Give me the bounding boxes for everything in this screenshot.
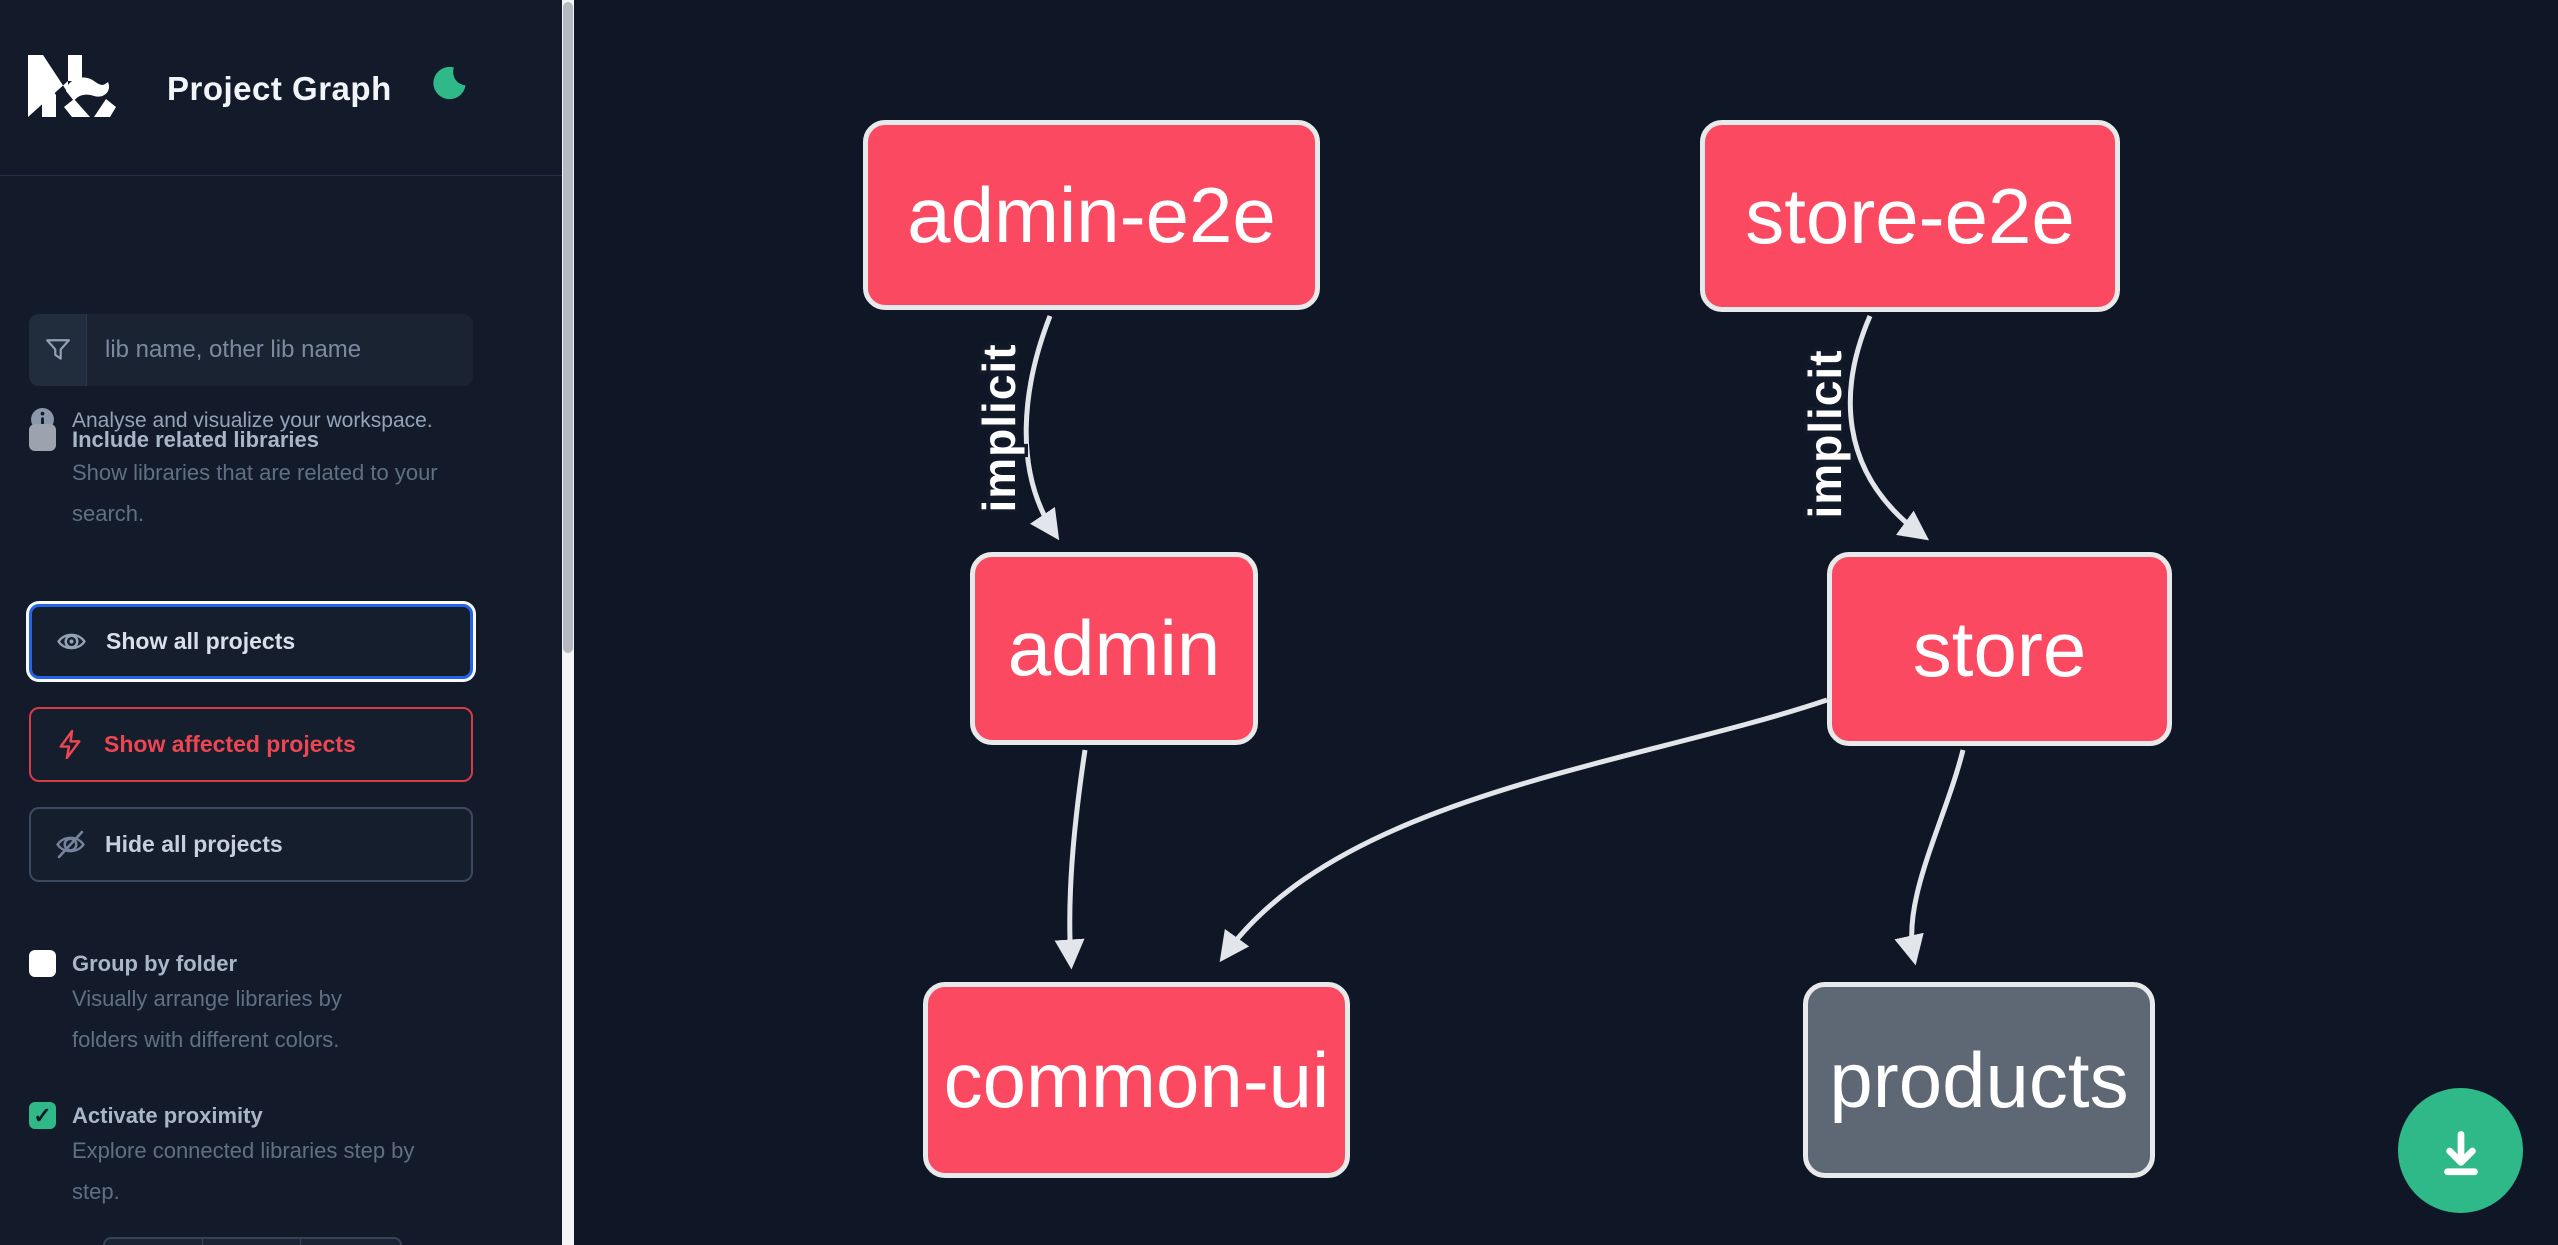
graph-node-store[interactable]: store <box>1827 552 2172 746</box>
graph-node-admin[interactable]: admin <box>970 552 1258 745</box>
moon-icon <box>433 66 466 100</box>
graph-node-common-ui[interactable]: common-ui <box>923 982 1350 1178</box>
sidebar-header: Project Graph <box>0 0 562 176</box>
download-image-button[interactable] <box>2398 1088 2523 1213</box>
group-by-folder-description: Visually arrange libraries by folders wi… <box>72 986 342 1052</box>
show-affected-projects-label: Show affected projects <box>104 731 356 757</box>
page-title: Project Graph <box>167 70 392 107</box>
edge-store-to-products <box>1894 749 1966 966</box>
edge-admin-to-common-ui <box>1054 749 1088 970</box>
eye-icon <box>57 633 86 650</box>
sidebar-scrollbar-thumb[interactable] <box>563 2 573 653</box>
include-related-checkbox[interactable] <box>29 424 56 451</box>
search-box <box>29 314 473 386</box>
graph-node-products[interactable]: products <box>1803 982 2155 1178</box>
edge-label-implicit: implicit <box>1799 349 1851 518</box>
group-by-folder-label: Group by folder <box>72 951 237 976</box>
include-related-description: Show libraries that are related to your … <box>72 460 438 526</box>
hide-all-projects-label: Hide all projects <box>105 831 283 857</box>
show-all-projects-button[interactable]: Show all projects <box>29 604 473 679</box>
lightning-bolt-icon <box>59 729 81 760</box>
sidebar-scrollbar-track[interactable] <box>562 0 574 1245</box>
include-related-label: Include related libraries <box>72 427 319 452</box>
edge-label-implicit: implicit <box>973 343 1025 512</box>
checkmark-icon: ✓ <box>33 1102 52 1128</box>
header-divider <box>0 175 562 176</box>
hide-all-projects-button[interactable]: Hide all projects <box>29 807 473 882</box>
show-affected-projects-button[interactable]: Show affected projects <box>29 707 473 782</box>
search-input[interactable] <box>87 314 473 386</box>
project-graph-canvas[interactable]: implicit implicit admin-e2e store-e2e ad… <box>574 0 2558 1245</box>
edge-store-e2e-to-store <box>1847 315 1930 541</box>
filter-icon <box>45 339 70 360</box>
edge-admin-e2e-to-admin <box>1023 315 1060 541</box>
activate-proximity-label: Activate proximity <box>72 1103 263 1128</box>
proximity-depth-control[interactable] <box>103 1237 402 1245</box>
edge-store-to-common-ui <box>1219 697 1828 963</box>
group-by-folder-checkbox[interactable] <box>29 950 56 977</box>
show-all-projects-label: Show all projects <box>106 628 296 654</box>
theme-toggle-button[interactable] <box>430 64 470 104</box>
download-icon <box>2443 1130 2478 1175</box>
graph-node-admin-e2e[interactable]: admin-e2e <box>863 120 1320 310</box>
filter-icon-cell <box>29 314 87 386</box>
graph-edges: implicit implicit <box>970 315 1966 970</box>
activate-proximity-description: Explore connected libraries step by step… <box>72 1138 415 1204</box>
nx-logo <box>28 55 116 117</box>
activate-proximity-checkbox[interactable]: ✓ <box>29 1102 56 1129</box>
sidebar: Project Graph Analyse and visualize your… <box>0 0 562 1245</box>
tagline-text: Analyse and visualize your workspace. <box>72 409 433 432</box>
graph-node-store-e2e[interactable]: store-e2e <box>1700 120 2120 312</box>
eye-off-icon <box>56 830 85 859</box>
